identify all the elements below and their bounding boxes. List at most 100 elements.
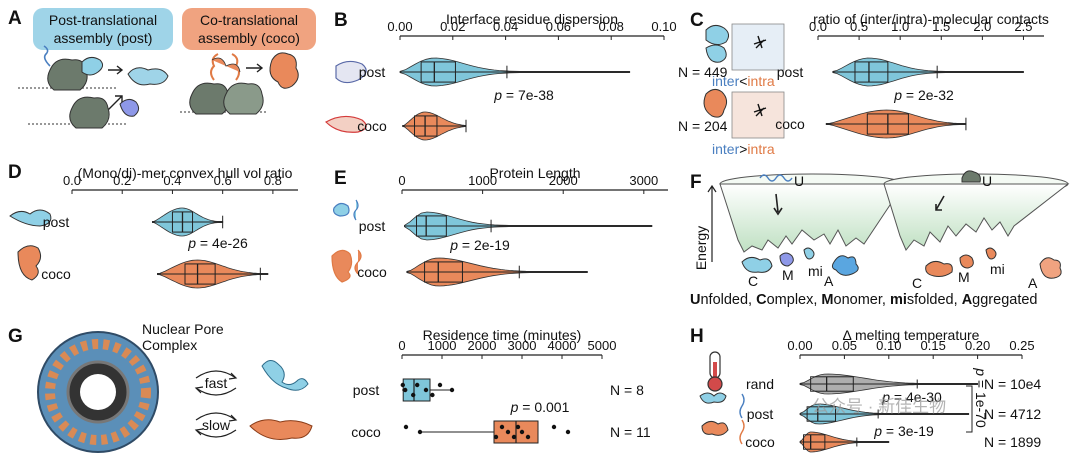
x-tick-label: 1000 <box>468 173 497 188</box>
panel-a: Post-translational assembly (post) Co-tr… <box>18 8 316 129</box>
data-point <box>403 387 408 393</box>
arrow-down-icon <box>935 195 945 211</box>
x-tick-label: 0.00 <box>387 19 412 34</box>
funnel-left <box>719 183 905 253</box>
x-tick-label: 0.6 <box>214 173 232 188</box>
data-point <box>437 382 443 388</box>
monomer-orange-icon <box>959 254 974 269</box>
category-label: coco <box>41 266 71 282</box>
x-tick-label: 0.06 <box>546 19 571 34</box>
state-u-label: U <box>794 173 804 189</box>
state-a-label: A <box>824 273 834 289</box>
n-label: N = 449 <box>678 64 728 80</box>
complex-orange-icon <box>925 260 953 277</box>
p-value-label: p = 0.001 <box>510 399 570 415</box>
post-nup-protein-icon <box>261 360 309 391</box>
post-protein-icon <box>335 60 367 84</box>
x-tick-label: 0.15 <box>921 338 946 353</box>
x-tick-label: 5000 <box>588 338 617 353</box>
x-tick-label: 0.08 <box>599 19 624 34</box>
p-value-label: p = 3e-19 <box>873 423 934 439</box>
unfolding-chain-icon <box>739 393 745 419</box>
chart-title: (Mono/di)-mer convex hull vol ratio <box>78 165 293 181</box>
data-point <box>415 382 420 388</box>
p-value-rotated: p = 1e-70 <box>973 367 989 428</box>
state-mi-label: mi <box>808 263 823 279</box>
x-tick-label: 0 <box>398 338 405 353</box>
panel-letter-c: C <box>690 10 704 31</box>
x-tick-label: 0.4 <box>163 173 181 188</box>
p-value-label: p = 2e-32 <box>893 87 954 103</box>
funnel-right <box>883 183 1070 251</box>
side-icons <box>9 60 367 283</box>
category-label: post <box>747 406 774 422</box>
aggregate-blue-icon <box>831 255 859 276</box>
contact-inset <box>731 91 785 139</box>
misfolded-orange-icon <box>985 247 997 260</box>
state-a-label-coco: A <box>1028 275 1038 291</box>
panel-letter-d: D <box>8 162 22 183</box>
coco-protein-icon <box>325 115 367 133</box>
category-label: post <box>359 64 386 80</box>
post-badge-line2: assembly (post) <box>54 30 153 46</box>
chart-title: Protein Length <box>489 165 580 181</box>
ribosome-icon <box>961 170 981 183</box>
ribosome-icon <box>189 82 230 115</box>
ribosome-icon <box>47 58 88 91</box>
energy-axis <box>707 184 717 262</box>
data-point <box>519 429 525 435</box>
arrow-icon <box>107 95 123 111</box>
category-label: post <box>359 218 386 234</box>
coco-badge-line2: assembly (coco) <box>198 30 300 46</box>
x-tick-label: 0.0 <box>63 173 81 188</box>
category-label: post <box>43 214 70 230</box>
x-tick-label: 3000 <box>508 338 537 353</box>
arrow-icon <box>246 63 264 73</box>
category-label: coco <box>357 264 387 280</box>
x-tick-label: 0.8 <box>264 173 282 188</box>
dimer-blue-icon <box>699 392 727 404</box>
coco-chain-icon <box>211 57 241 73</box>
inter-gt-intra-label: inter>intra <box>712 141 775 157</box>
chart-title: Residence time (minutes) <box>423 327 582 343</box>
data-point <box>505 429 511 435</box>
exchange-arrows-icon <box>194 370 238 396</box>
data-point <box>400 382 405 388</box>
n-label: N = 10e4 <box>984 376 1041 392</box>
post-badge <box>33 8 173 50</box>
inter-lt-intra-label: inter<intra <box>712 73 775 89</box>
data-point <box>493 434 499 440</box>
panel-c-illustrations: inter<intra inter>intra <box>703 23 785 157</box>
p-value-label: p = 4e-30 <box>881 389 942 405</box>
unfolded-chain-icon <box>759 174 793 182</box>
bracket <box>966 385 973 433</box>
state-mi-label-coco: mi <box>990 261 1005 277</box>
contact-inset <box>731 23 785 71</box>
state-m-label: M <box>782 267 794 283</box>
panel-letter-b: B <box>334 10 348 31</box>
dimer-icon <box>127 67 169 86</box>
x-tick-label: 2.0 <box>973 19 991 34</box>
n-label: N = 204 <box>678 118 728 134</box>
x-tick-label: 1000 <box>428 338 457 353</box>
data-point <box>499 424 505 430</box>
panel-h-illustrations <box>699 351 745 445</box>
misfolded-icon <box>803 247 815 260</box>
panel-g-illustration: Nuclear Pore Complex fast slow <box>37 321 313 453</box>
exchange-arrows-icon <box>194 412 238 438</box>
data-point <box>449 387 455 393</box>
category-label: coco <box>351 424 381 440</box>
data-point <box>411 392 416 398</box>
post-chain-icon <box>333 199 359 221</box>
dimer-orange-icon <box>701 420 729 436</box>
dimer-orange-icon <box>703 88 728 118</box>
x-tick-label: 0.0 <box>809 19 827 34</box>
chart-title: Interface residue dispersion <box>446 11 618 27</box>
x-tick-label: 4000 <box>548 338 577 353</box>
